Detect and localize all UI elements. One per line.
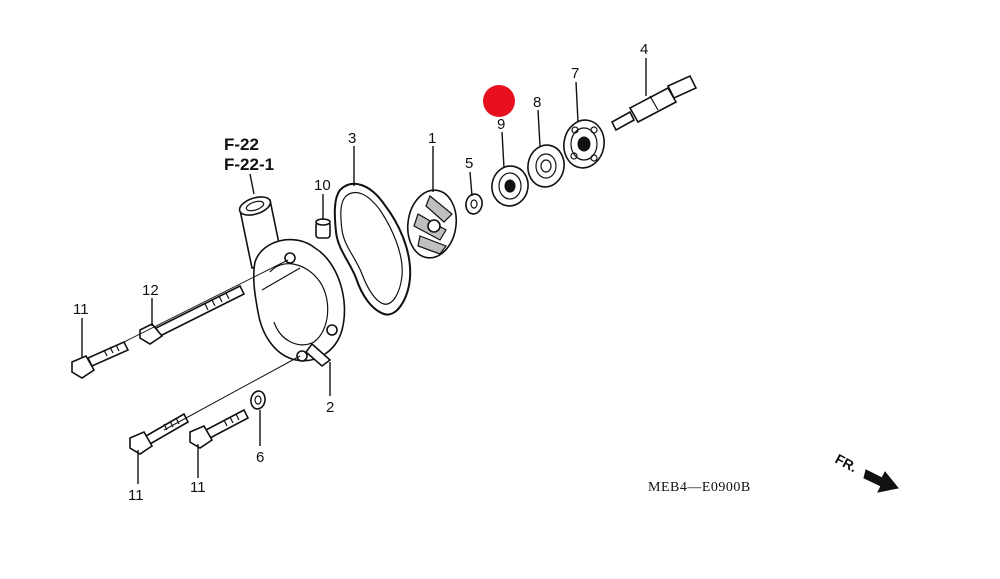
red-marker-dot: [483, 85, 515, 117]
sealing-washer: [250, 390, 266, 410]
callout-8: 8: [533, 94, 541, 111]
bolt-upper-left: [71, 340, 130, 379]
impeller: [406, 189, 458, 259]
callout-9: 9: [497, 116, 505, 133]
water-seal: [527, 144, 565, 188]
callout-3: 3: [348, 130, 356, 147]
callout-12: 12: [142, 282, 159, 299]
pump-cover: [238, 196, 346, 368]
long-bolt: [139, 284, 246, 345]
leader-lines: [81, 58, 647, 484]
callout-11-lower-left: 11: [128, 487, 144, 504]
callout-7: 7: [571, 65, 579, 82]
ref-label-f22: F-22: [224, 135, 259, 154]
gasket-o-ring: [333, 182, 412, 316]
callout-6: 6: [256, 449, 264, 466]
front-direction-indicator: FR.: [833, 451, 899, 493]
callout-4: 4: [640, 41, 648, 58]
pump-shaft: [610, 74, 698, 132]
oil-seal: [491, 165, 529, 207]
callout-11-upper: 11: [73, 301, 89, 318]
front-direction-label: FR.: [833, 451, 860, 476]
callout-11-lower-middle: 11: [190, 479, 206, 496]
dowel-pin: [315, 218, 331, 239]
washer: [465, 193, 483, 215]
callout-10: 10: [314, 177, 331, 194]
ref-label-f22-1: F-22-1: [224, 155, 274, 174]
ball-bearing: [563, 119, 605, 169]
callout-2: 2: [326, 399, 334, 416]
diagram-code: MEB4—E0900B: [648, 480, 751, 495]
front-arrow-icon: [863, 469, 899, 493]
callout-1: 1: [428, 130, 436, 147]
bolt-lower-middle: [189, 408, 250, 449]
callout-5: 5: [465, 155, 473, 172]
bolt-lower-left: [129, 412, 190, 455]
